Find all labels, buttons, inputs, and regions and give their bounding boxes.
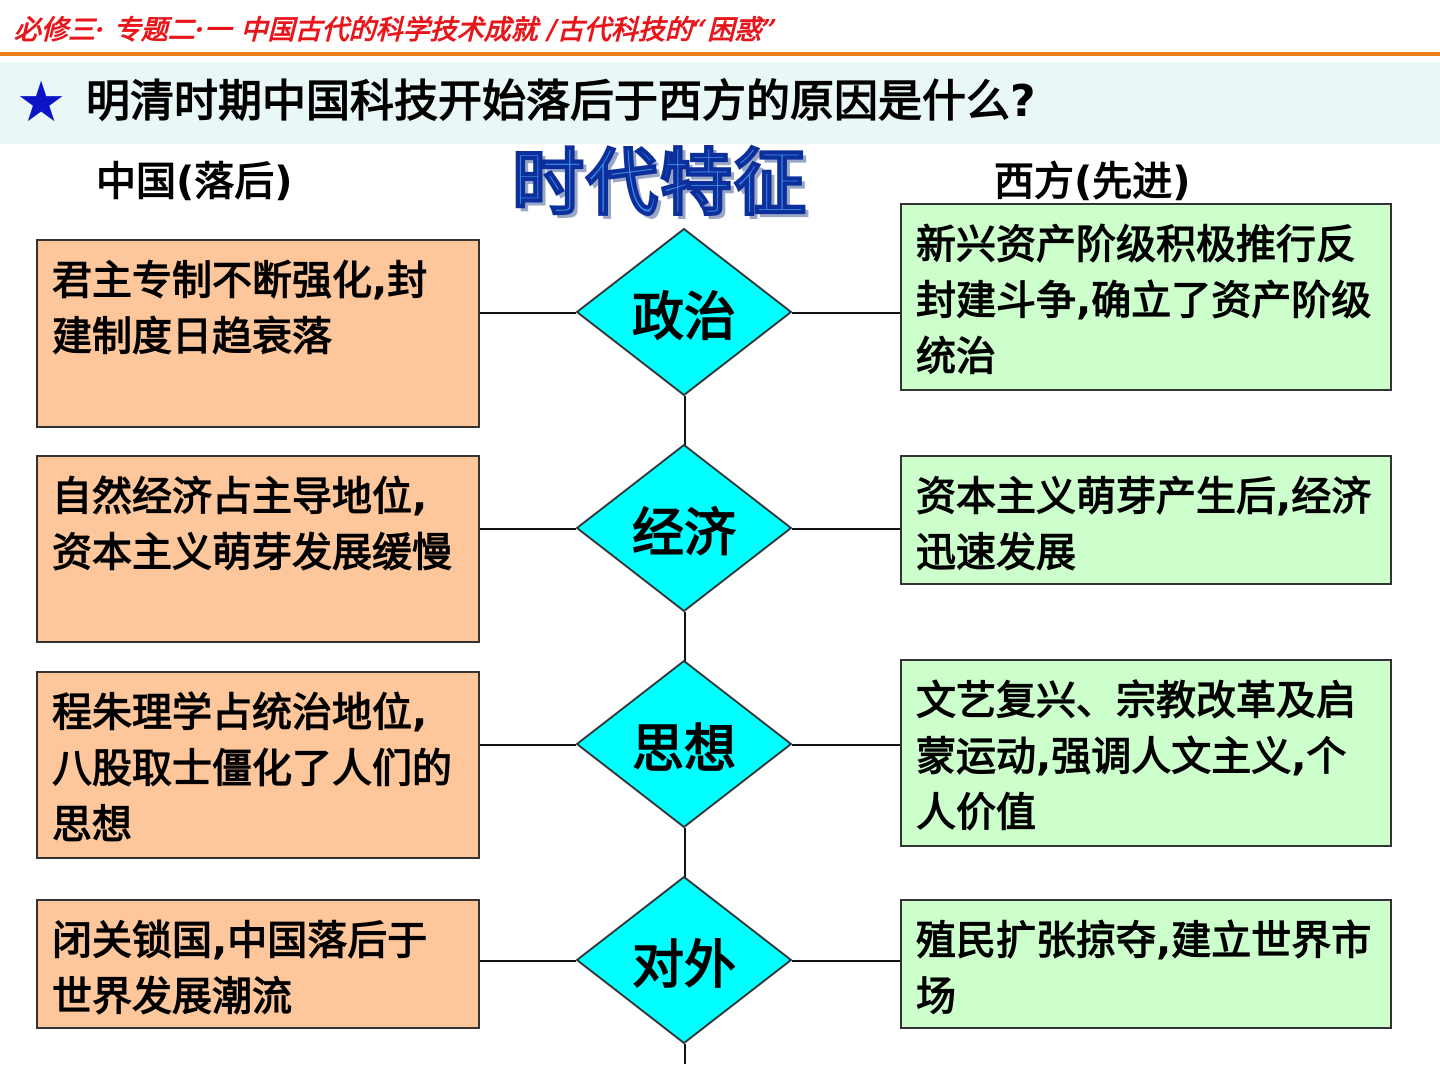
china-column-header: 中国(落后): [96, 159, 293, 205]
spine-segment: [684, 828, 686, 878]
thought-diamond: 思想: [576, 660, 792, 828]
connector-line: [792, 528, 900, 530]
slide-header: 必修三· 专题二·一 中国古代的科学技术成就 /古代科技的“困惑”: [0, 0, 1440, 56]
breadcrumb: 必修三· 专题二·一 中国古代的科学技术成就 /古代科技的“困惑”: [14, 15, 777, 46]
connector-line: [792, 312, 900, 314]
west-foreign-box: 殖民扩张掠夺,建立世界市场: [900, 899, 1392, 1029]
economy-diamond: 经济: [576, 444, 792, 612]
west-politics-box: 新兴资产阶级积极推行反封建斗争,确立了资产阶级统治: [900, 203, 1392, 391]
connector-line: [480, 960, 576, 962]
china-politics-box: 君主专制不断强化,封建制度日趋衰落: [36, 239, 480, 428]
china-economy-box: 自然经济占主导地位,资本主义萌芽发展缓慢: [36, 455, 480, 643]
star-icon: ★: [16, 70, 67, 135]
question-bar: ★ 明清时期中国科技开始落后于西方的原因是什么?: [0, 62, 1440, 144]
question-title: 明清时期中国科技开始落后于西方的原因是什么?: [86, 76, 1036, 127]
connector-line: [480, 744, 576, 746]
china-thought-box: 程朱理学占统治地位,八股取士僵化了人们的思想: [36, 671, 480, 859]
era-features-title: 时代特征: [511, 140, 809, 226]
foreign-label: 对外: [631, 935, 736, 996]
spine-segment: [684, 396, 686, 446]
connector-line: [792, 744, 900, 746]
economy-label: 经济: [631, 503, 736, 564]
spine-segment: [684, 612, 686, 662]
thought-label: 思想: [631, 719, 736, 780]
connector-line: [480, 312, 576, 314]
connector-line: [792, 960, 900, 962]
spine-segment: [684, 1044, 686, 1064]
politics-diamond: 政治: [576, 228, 792, 396]
politics-label: 政治: [631, 287, 736, 348]
west-column-header: 西方(先进): [994, 159, 1191, 205]
west-economy-box: 资本主义萌芽产生后,经济迅速发展: [900, 455, 1392, 585]
china-foreign-box: 闭关锁国,中国落后于世界发展潮流: [36, 899, 480, 1029]
foreign-diamond: 对外: [576, 876, 792, 1044]
west-thought-box: 文艺复兴、宗教改革及启蒙运动,强调人文主义,个人价值: [900, 659, 1392, 847]
connector-line: [480, 528, 576, 530]
